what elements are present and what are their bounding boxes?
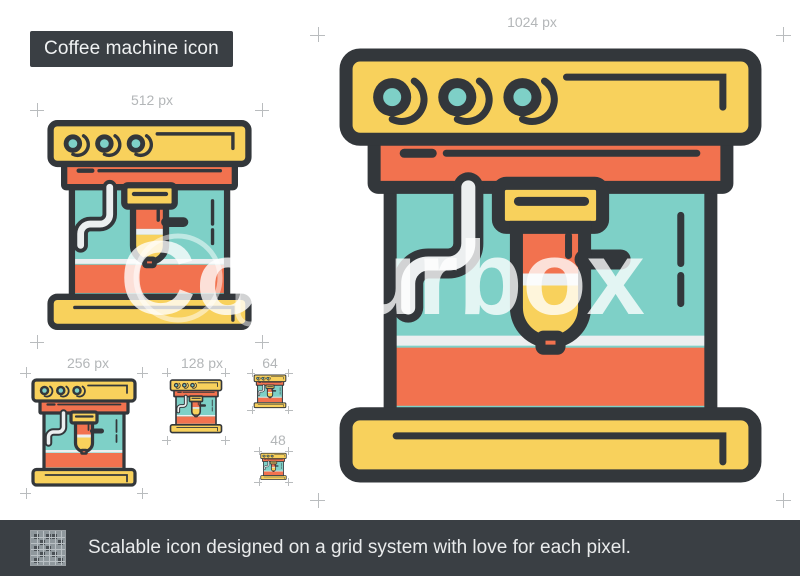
size-caption-128: 128 px [180,355,224,371]
size-caption-48: 48 [270,432,286,448]
footer-separator [0,517,800,520]
footer-caption: Scalable icon designed on a grid system … [88,537,631,558]
icon-128[interactable] [167,373,225,440]
size-caption-512: 512 px [130,92,174,108]
size-caption-256: 256 px [66,355,110,371]
size-caption-1024: 1024 px [507,14,557,30]
icon-256[interactable] [26,373,142,493]
size-caption-64: 64 [262,355,278,371]
page-title-chip: Coffee machine icon [30,31,233,67]
icon-48[interactable] [259,451,288,482]
icon-64[interactable] [252,373,288,410]
icon-512[interactable] [37,110,262,342]
page-title: Coffee machine icon [44,38,219,59]
icon-1024[interactable] [318,35,783,500]
pixel-grid-icon [30,530,66,566]
footer-bar: Scalable icon designed on a grid system … [0,520,800,576]
